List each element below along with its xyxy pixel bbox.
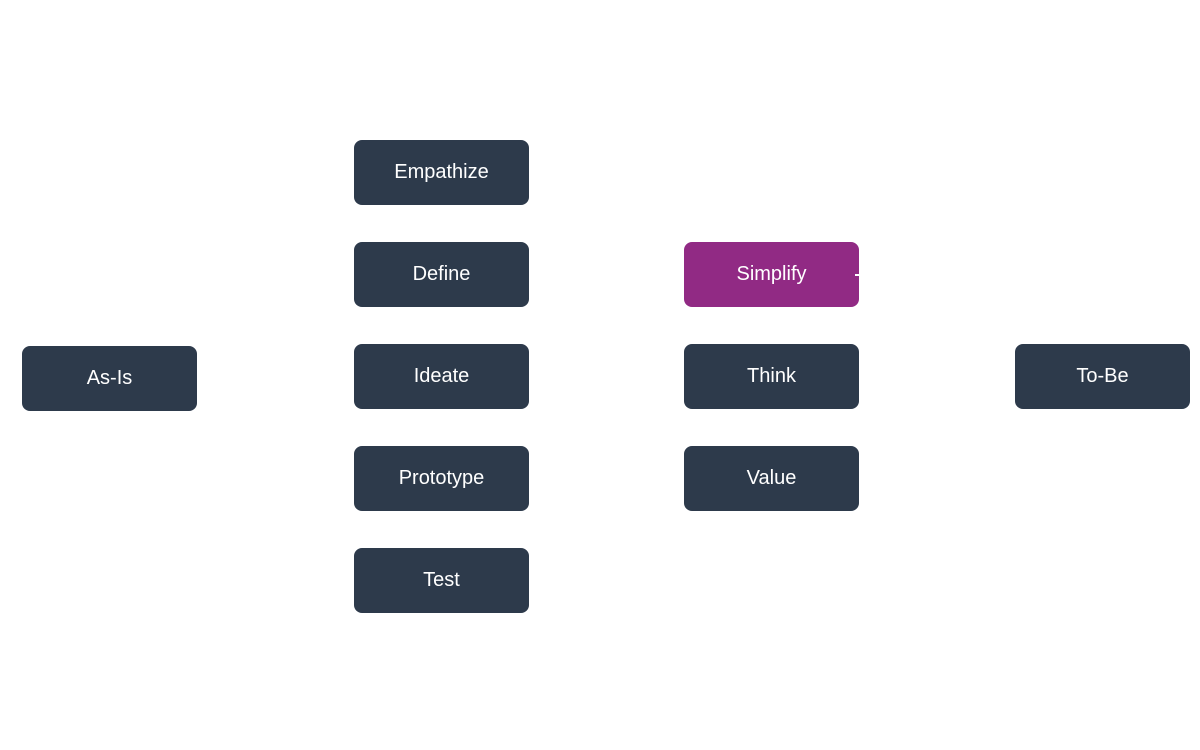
node-simplify[interactable]: Simplify	[684, 242, 861, 307]
node-prototype[interactable]: Prototype	[354, 446, 529, 511]
node-test[interactable]: Test	[354, 548, 529, 613]
node-label: Think	[747, 365, 796, 387]
node-label: Ideate	[413, 365, 470, 387]
node-label: Value	[746, 467, 797, 489]
node-ideate[interactable]: Ideate	[354, 344, 529, 409]
node-label: To-Be	[1076, 365, 1129, 387]
connector-handle[interactable]	[855, 273, 861, 276]
node-value[interactable]: Value	[684, 446, 859, 511]
node-label: Simplify	[736, 263, 807, 285]
node-label: Empathize	[394, 161, 489, 183]
node-label: As-Is	[86, 367, 133, 389]
node-label: Prototype	[398, 467, 485, 489]
node-label: Test	[423, 569, 460, 591]
node-label: Define	[412, 263, 471, 285]
node-empathize[interactable]: Empathize	[354, 140, 529, 205]
node-as-is[interactable]: As-Is	[22, 346, 197, 411]
node-think[interactable]: Think	[684, 344, 859, 409]
node-to-be[interactable]: To-Be	[1015, 344, 1190, 409]
node-define[interactable]: Define	[354, 242, 529, 307]
